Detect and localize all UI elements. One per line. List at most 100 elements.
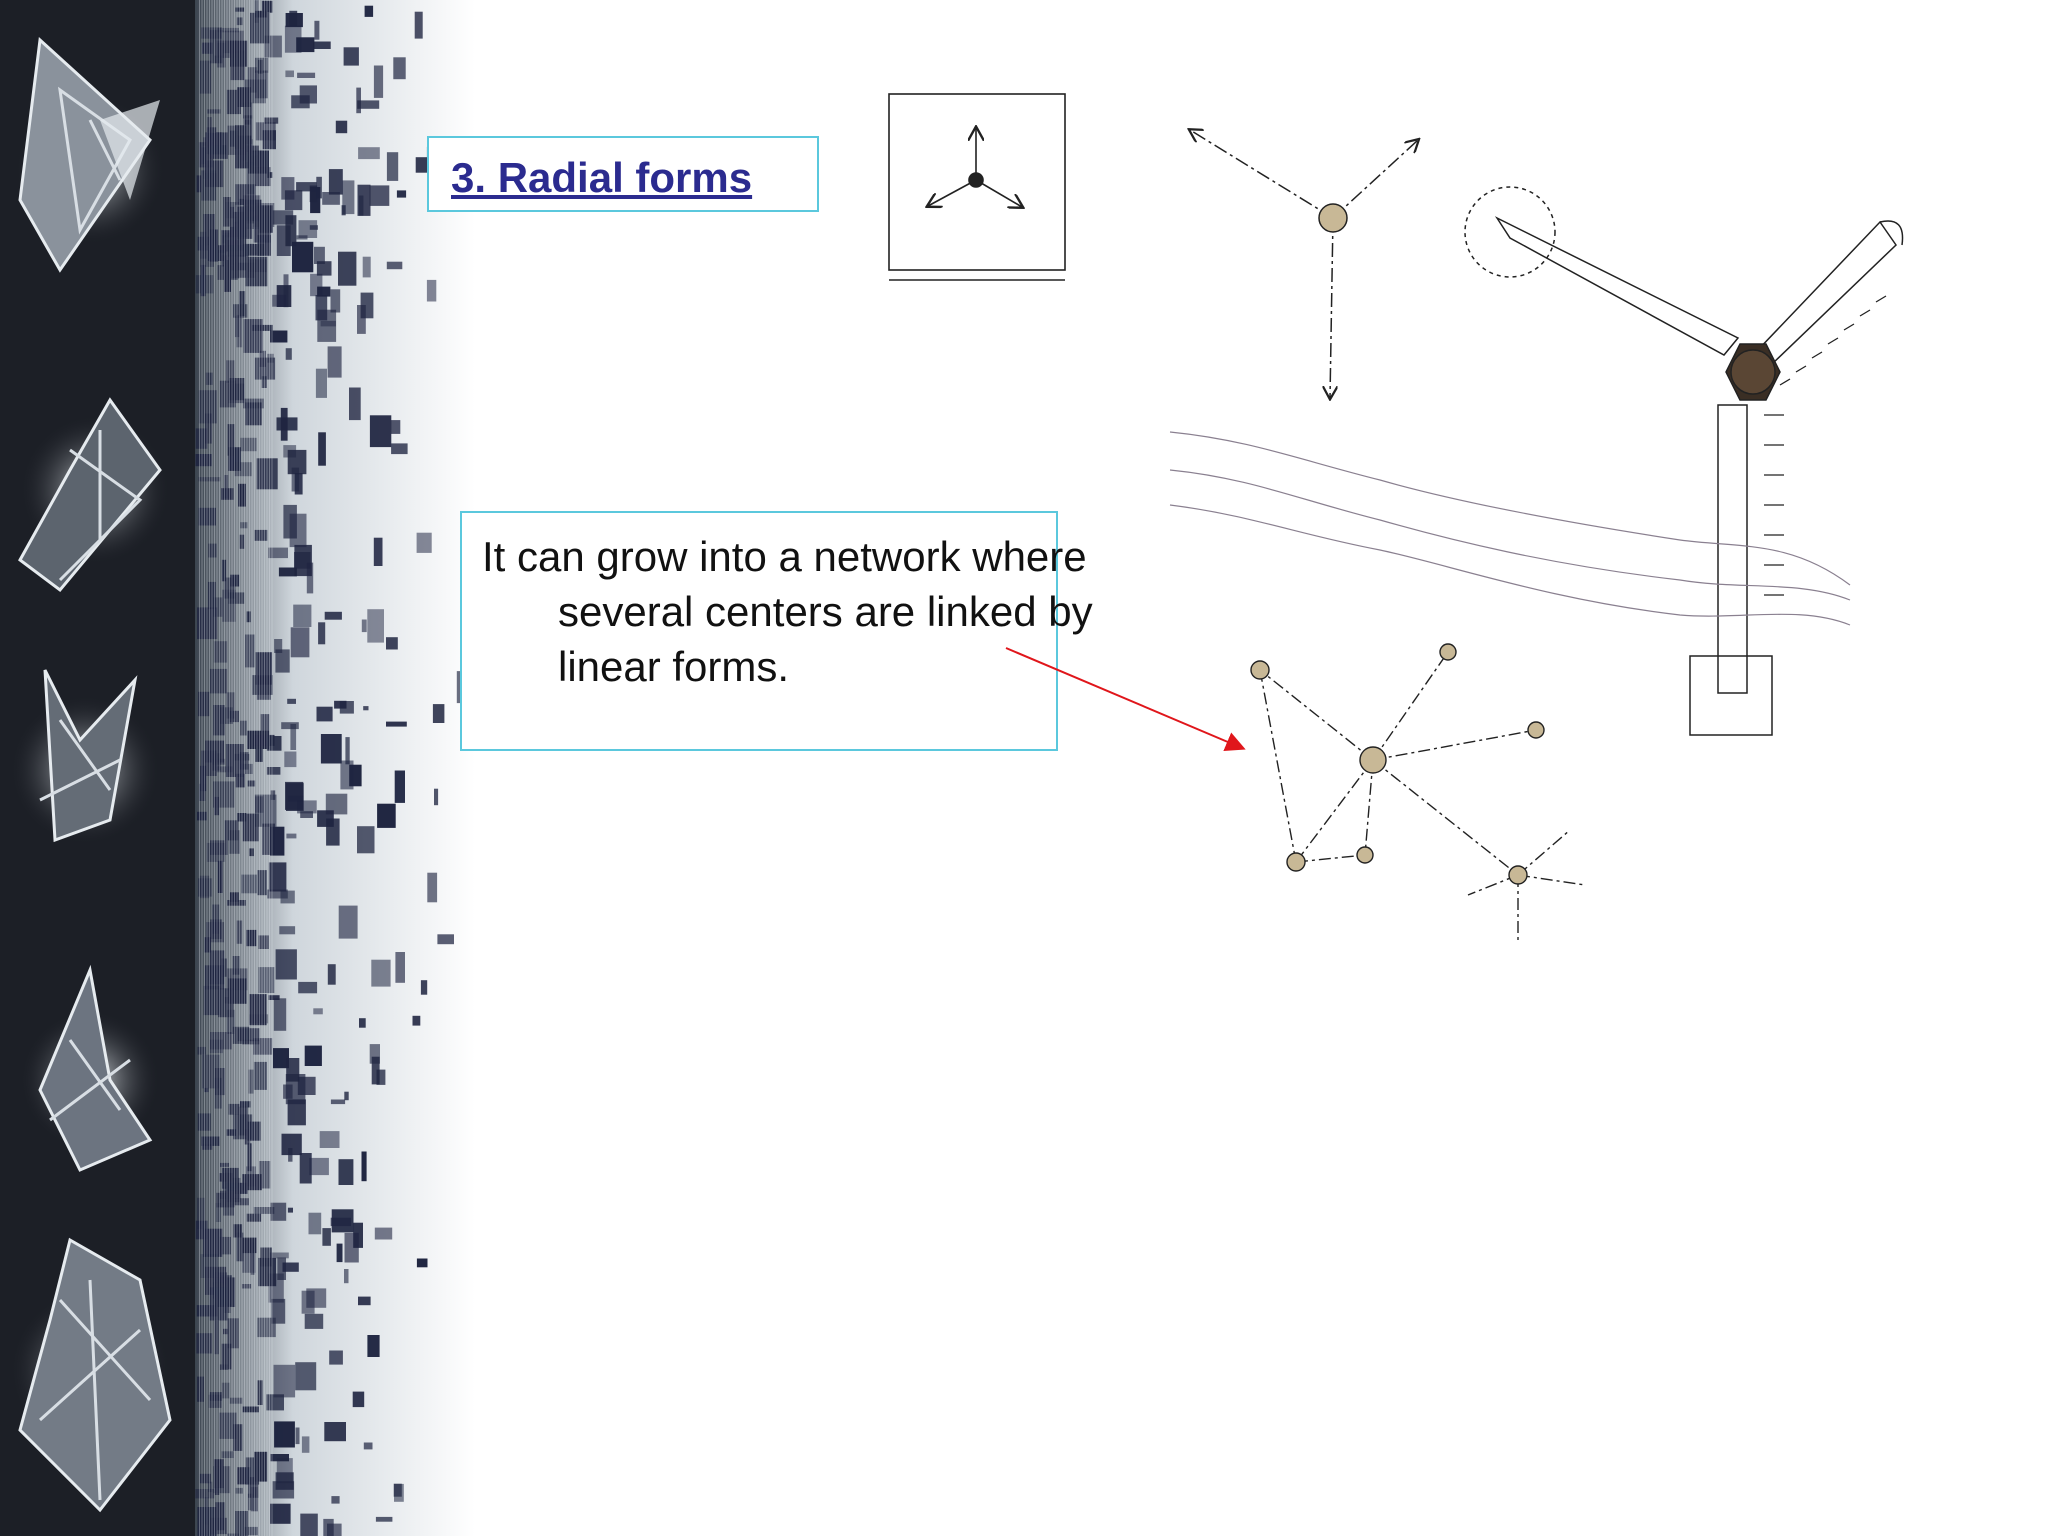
pixel-block [242, 1406, 259, 1413]
pixel-block [237, 813, 247, 822]
pixel-block [239, 291, 246, 316]
pixel-block [395, 952, 405, 983]
pixel-block [209, 668, 228, 694]
pixel-block [197, 1376, 204, 1402]
pixel-block [200, 27, 222, 39]
pixel-block [359, 1018, 366, 1028]
pixel-block [239, 752, 249, 770]
pixel-block [208, 1481, 213, 1493]
pixel-block [352, 1391, 365, 1408]
pixel-block [362, 256, 371, 278]
abstract-shard-art [10, 36, 172, 1513]
pixel-block [233, 304, 248, 318]
pixel-block [371, 1056, 380, 1085]
pixel-block [386, 152, 399, 181]
pixel-block [300, 1513, 318, 1536]
pixel-block [240, 720, 247, 736]
pixel-block [287, 698, 296, 704]
pixel-block [235, 1511, 249, 1536]
pixel-block [269, 1252, 289, 1259]
pixel-block [414, 11, 423, 39]
pixel-block [249, 994, 267, 1026]
pixel-block [201, 42, 213, 54]
pixel-block [240, 140, 247, 161]
pixel-block [331, 1496, 340, 1504]
pixel-block [204, 937, 211, 953]
pixel-block [285, 70, 294, 78]
pixel-dissolve-pattern [195, 0, 475, 1536]
scan-line [234, 0, 235, 1536]
pixel-block [318, 432, 326, 466]
pixel-block [266, 736, 282, 751]
pixel-block [336, 1243, 343, 1263]
pixel-block [229, 1397, 243, 1404]
pixel-block [313, 41, 331, 49]
pixel-block [221, 1451, 234, 1458]
pixel-block [235, 1487, 243, 1494]
pixel-block [214, 55, 223, 64]
scan-line [214, 0, 215, 1536]
pixel-block [344, 1091, 349, 1101]
pixel-block [239, 1101, 251, 1108]
pixel-block [272, 294, 287, 307]
pixel-block [292, 241, 314, 273]
pixel-block [306, 1288, 327, 1308]
pixel-block [246, 1121, 261, 1141]
pixel-block [233, 1424, 243, 1451]
pixel-block [238, 198, 245, 205]
pointer-arrow [1005, 647, 1246, 751]
pixel-block [291, 95, 310, 109]
pixel-block [375, 1516, 393, 1522]
pixel-block [323, 1518, 334, 1536]
pixel-block [198, 691, 210, 717]
pixel-block [212, 904, 220, 934]
pixel-block [328, 169, 343, 195]
pixel-block [201, 1136, 220, 1146]
pixel-block [228, 592, 245, 604]
pixel-block [270, 1503, 291, 1524]
pixel-block [345, 737, 350, 765]
pixel-block [427, 872, 438, 903]
pixel-block [310, 273, 323, 297]
pixel-block [254, 794, 277, 827]
pixel-block [195, 1489, 215, 1499]
scan-line [229, 0, 230, 1536]
pixel-block [198, 507, 216, 526]
pixel-block [309, 225, 318, 230]
radial-symbol [888, 93, 1066, 281]
pixel-block [322, 192, 340, 205]
pixel-block [270, 826, 285, 856]
pixel-block [227, 900, 246, 906]
scan-line [246, 0, 248, 1536]
pixel-block [335, 120, 348, 134]
pixel-block [361, 619, 367, 633]
pixel-block [207, 250, 226, 261]
pixel-block [197, 1113, 211, 1131]
page-title[interactable]: 3. Radial forms [451, 154, 753, 201]
decorative-art-strip [0, 0, 200, 1536]
shard-4 [20, 964, 160, 1172]
pixel-block [250, 1487, 258, 1512]
pixel-block [322, 1228, 331, 1246]
pixel-block [308, 1212, 322, 1235]
pixel-block [235, 773, 245, 788]
pixel-block [240, 763, 253, 774]
pixel-block [330, 1217, 351, 1227]
pixel-block [318, 622, 326, 645]
pixel-block [213, 705, 225, 736]
pixel-block [313, 1008, 323, 1015]
pixel-block [221, 1382, 230, 1399]
pixel-block [213, 641, 228, 663]
title-box: 3. Radial forms [427, 136, 819, 212]
pixel-block [219, 380, 236, 408]
pixel-block [357, 100, 380, 109]
pixel-block [200, 765, 207, 792]
pixel-block [227, 424, 235, 456]
scan-line [261, 0, 263, 1536]
pixel-block [369, 415, 392, 448]
pixel-block [255, 70, 268, 99]
pixel-block [420, 980, 428, 995]
pixel-block [254, 167, 271, 187]
pixel-block [255, 736, 263, 762]
scan-line [259, 0, 260, 1536]
